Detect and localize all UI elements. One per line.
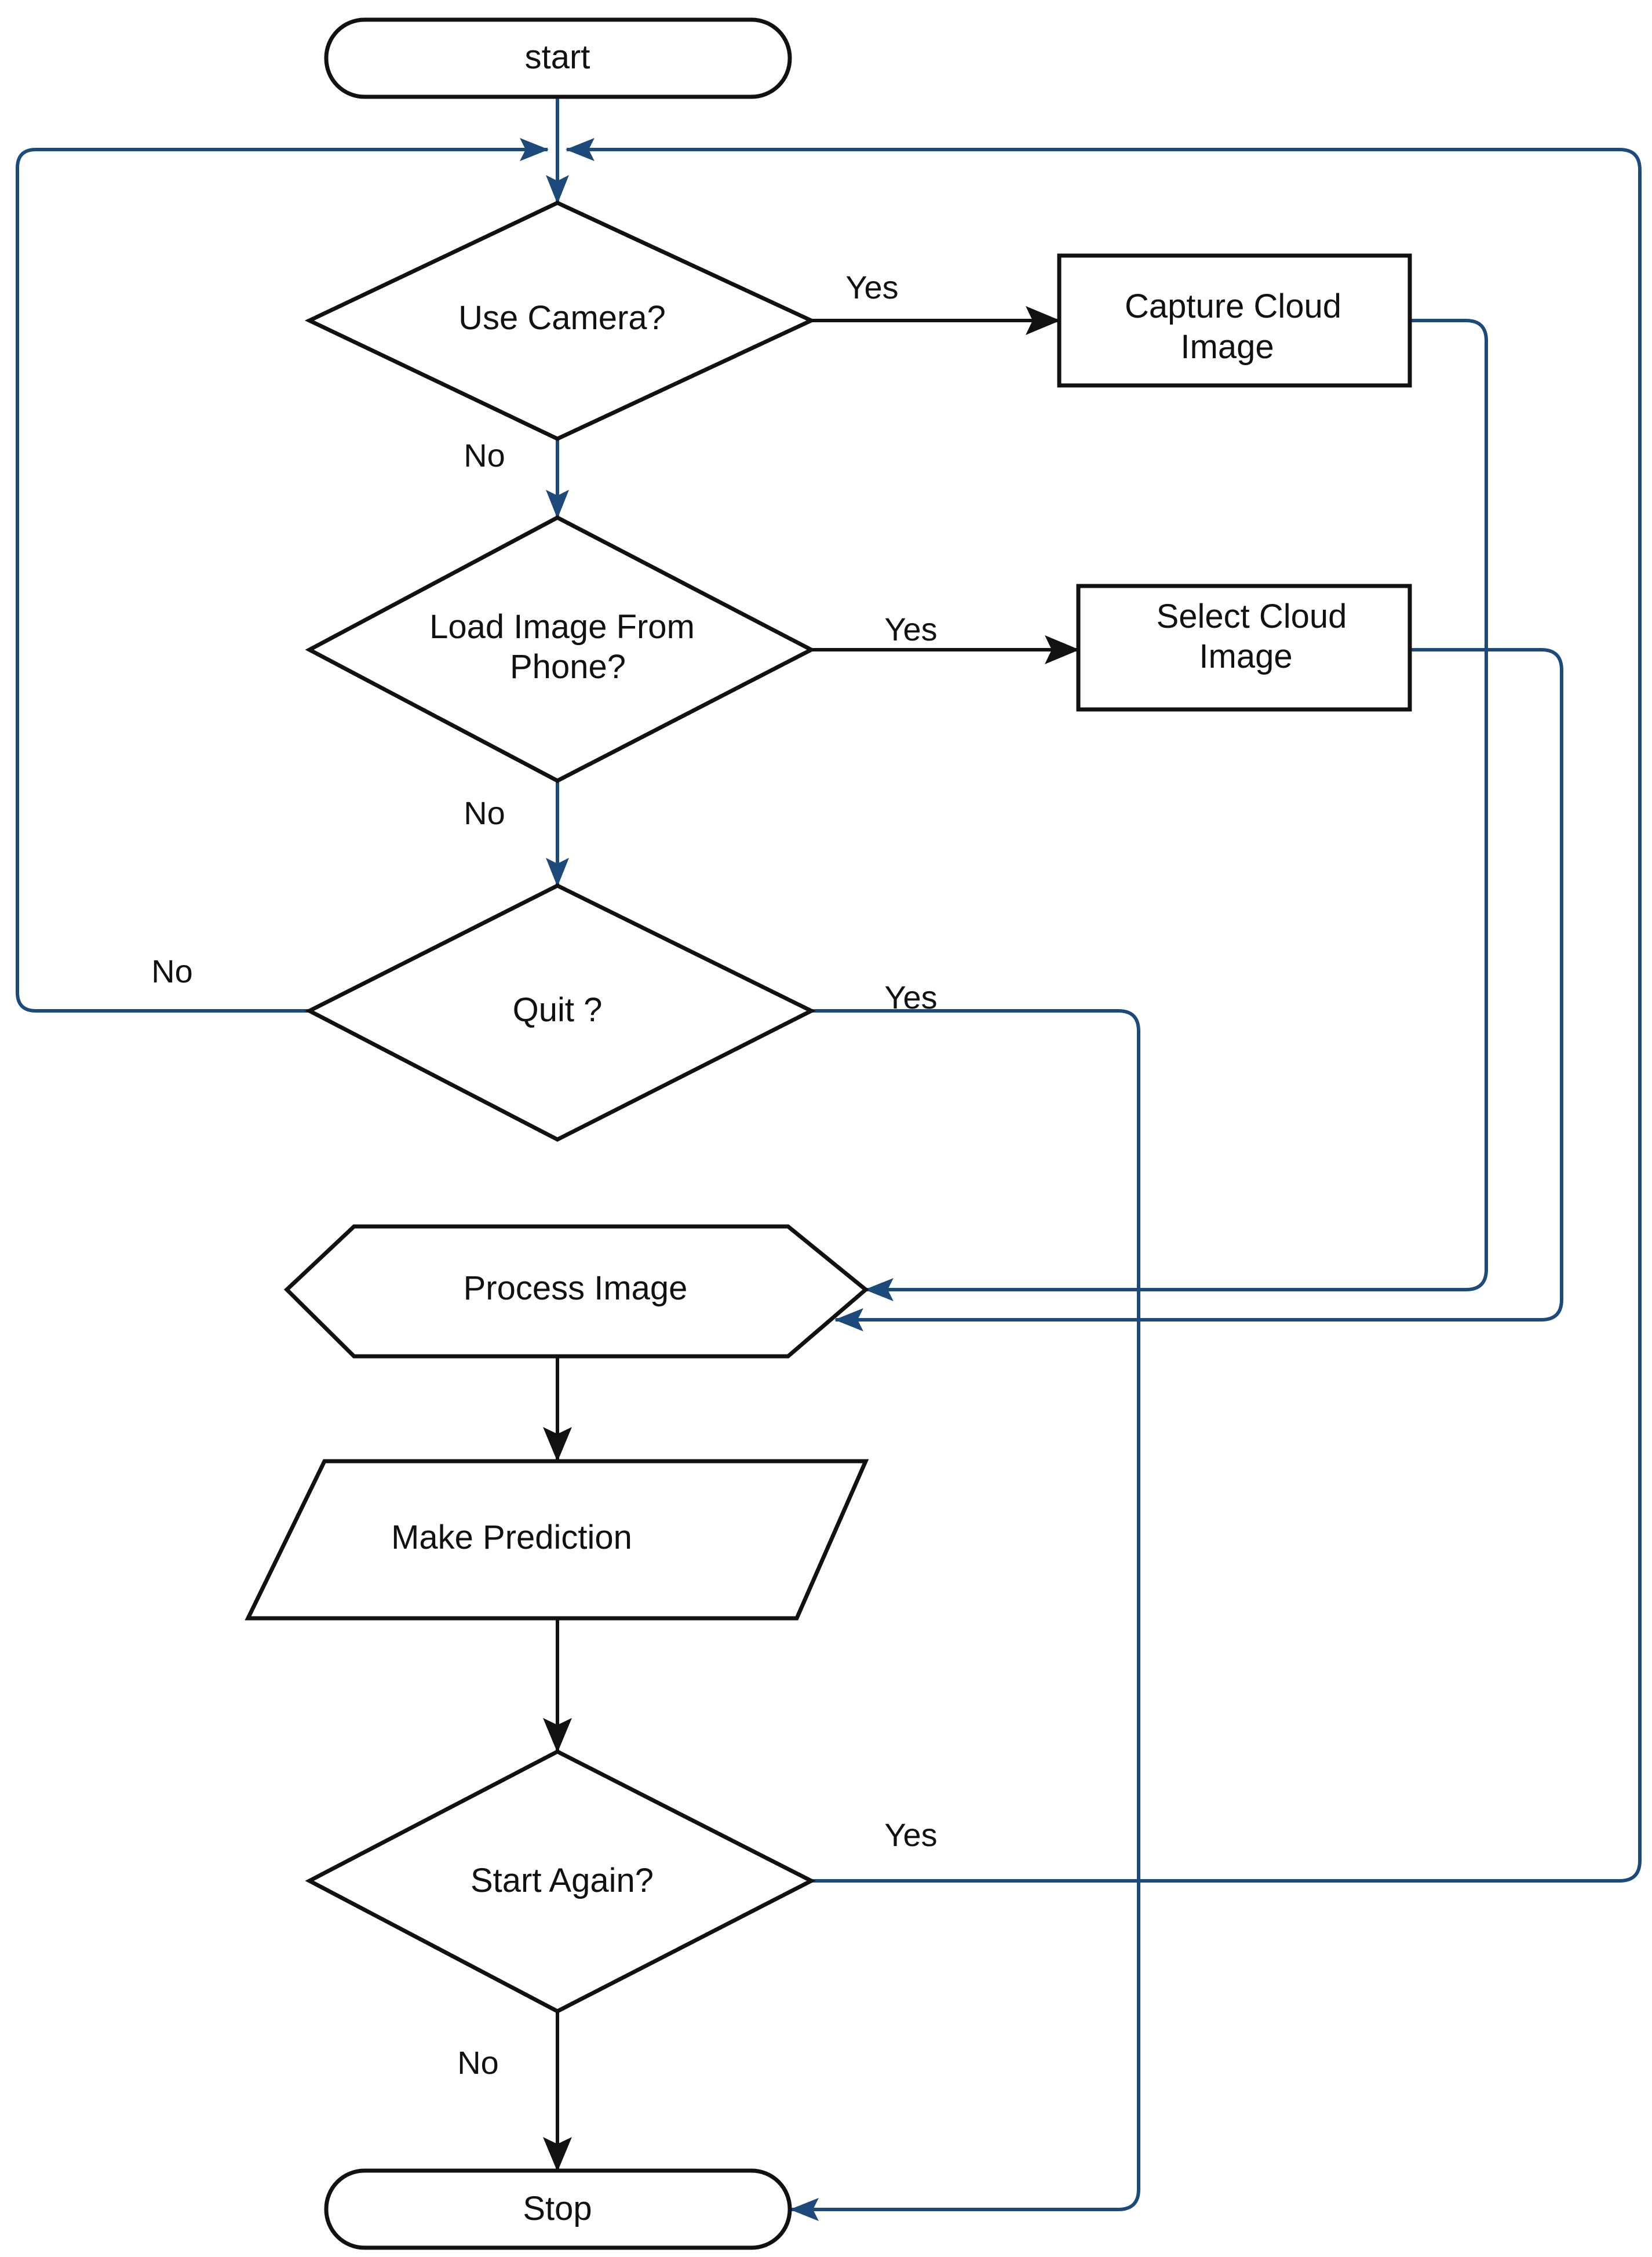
load-image-label-line1: Load Image From <box>429 608 695 646</box>
load-image-decision <box>305 515 816 783</box>
use-camera-label: Use Camera? <box>458 299 666 337</box>
use-camera-decision <box>304 201 816 441</box>
connector-quit-yes-to-stop <box>790 1009 1140 2221</box>
capture-cloud-label-line1: Capture Cloud <box>1125 287 1341 325</box>
connector-select-to-process <box>834 648 1563 1331</box>
make-prediction-label: Make Prediction <box>391 1519 632 1556</box>
quit-no-label: No <box>151 953 193 989</box>
quit-label: Quit ? <box>513 991 603 1029</box>
use-camera-no-label: No <box>464 437 505 474</box>
start-again-decision <box>305 1749 816 2014</box>
select-cloud-label-line2: Image <box>1199 638 1292 675</box>
quit-yes-label: Yes <box>884 979 937 1015</box>
start-again-label: Start Again? <box>471 1862 654 1899</box>
select-cloud-label-line1: Select Cloud <box>1157 598 1347 635</box>
load-image-no-label: No <box>464 795 505 831</box>
select-cloud-image-process <box>1076 584 1412 712</box>
connector-start-again-yes-loop <box>566 138 1642 1883</box>
start-label: start <box>525 38 590 76</box>
capture-cloud-label-line2: Image <box>1180 328 1274 366</box>
stop-terminator <box>324 2168 792 2250</box>
start-again-no-label: No <box>457 2044 499 2081</box>
make-prediction-io <box>245 1459 869 1621</box>
capture-cloud-image-process <box>1057 253 1412 388</box>
process-image-preparation <box>283 1224 869 1359</box>
start-terminator <box>324 17 792 99</box>
start-again-yes-label: Yes <box>884 1816 937 1853</box>
node-labels: start Use Camera? Capture Cloud Image Lo… <box>391 38 1347 2227</box>
process-image-label: Process Image <box>464 1269 688 1307</box>
connector-capture-to-process <box>865 319 1488 1301</box>
load-image-label-line2: Phone? <box>510 648 626 686</box>
edge-labels: Yes No Yes No No Yes Yes No <box>151 269 937 2081</box>
nodes <box>245 17 1412 2250</box>
quit-decision <box>305 883 816 1142</box>
load-image-yes-label: Yes <box>884 611 937 647</box>
connectors <box>16 97 1642 2221</box>
use-camera-yes-label: Yes <box>845 269 898 305</box>
connector-quit-no-loop <box>16 138 549 1013</box>
stop-label: Stop <box>523 2190 592 2227</box>
